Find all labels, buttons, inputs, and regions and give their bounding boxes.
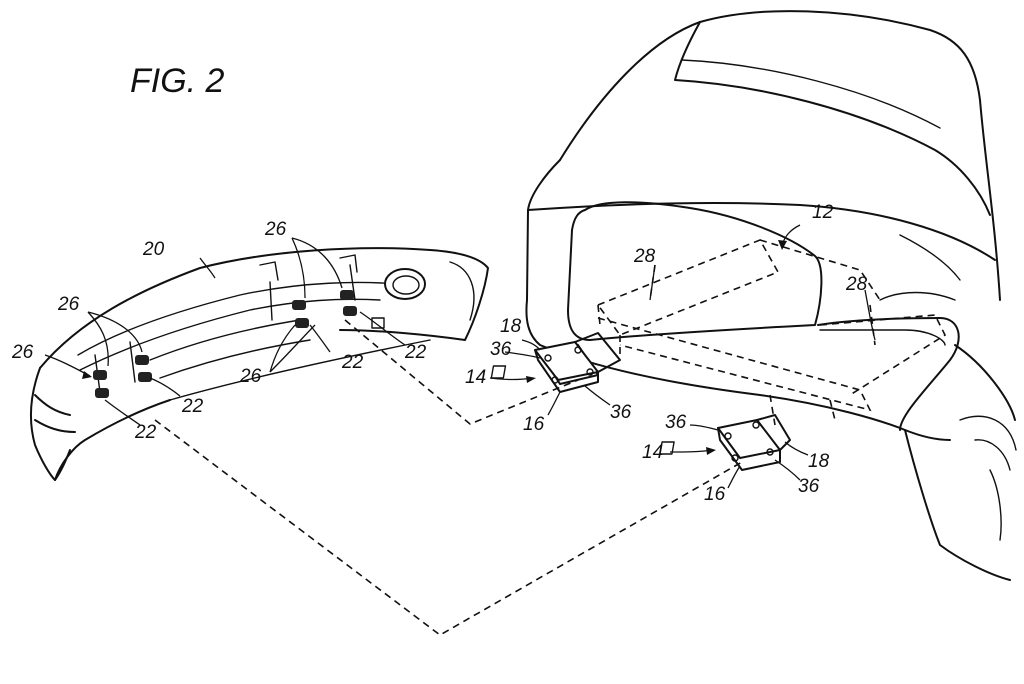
ref-16-b: 16: [704, 484, 726, 505]
ref-26-upper-left: 26: [57, 294, 80, 315]
arrowheads: [82, 240, 787, 455]
ref-36-b-left: 36: [665, 412, 687, 433]
reference-numerals: 12 28 28 20 26 26 26 26 22 22 22 22 18 3…: [11, 202, 868, 505]
ref-36-a-left: 36: [490, 339, 512, 360]
ref-18-b: 18: [808, 451, 830, 472]
ref-18-a: 18: [500, 316, 522, 337]
bumper-fascia: [29, 247, 489, 481]
ref-36-a-right: 36: [610, 402, 632, 423]
ref-22-right: 22: [404, 342, 427, 363]
figure-title: FIG. 2: [130, 62, 225, 100]
ref-12: 12: [812, 202, 834, 223]
ref-22-lower: 22: [134, 422, 157, 443]
ref-36-b-right: 36: [798, 476, 820, 497]
ref-14-b: 14: [642, 442, 663, 463]
ref-26-top: 26: [264, 219, 287, 240]
ref-26-left: 26: [11, 342, 34, 363]
ref-22-middle: 22: [341, 352, 364, 373]
ref-26-middle: 26: [239, 366, 262, 387]
ref-16-a: 16: [523, 414, 545, 435]
ref-22-left: 22: [181, 396, 204, 417]
ref-28-right: 28: [845, 274, 868, 295]
studs: [93, 290, 385, 398]
vehicle-body: [525, 10, 1017, 581]
mount-assembly-b: [659, 414, 791, 471]
ref-14-a: 14: [465, 367, 486, 388]
ref-28-left: 28: [633, 246, 656, 267]
assembly-lines: [154, 319, 743, 636]
ref-20: 20: [142, 239, 165, 260]
